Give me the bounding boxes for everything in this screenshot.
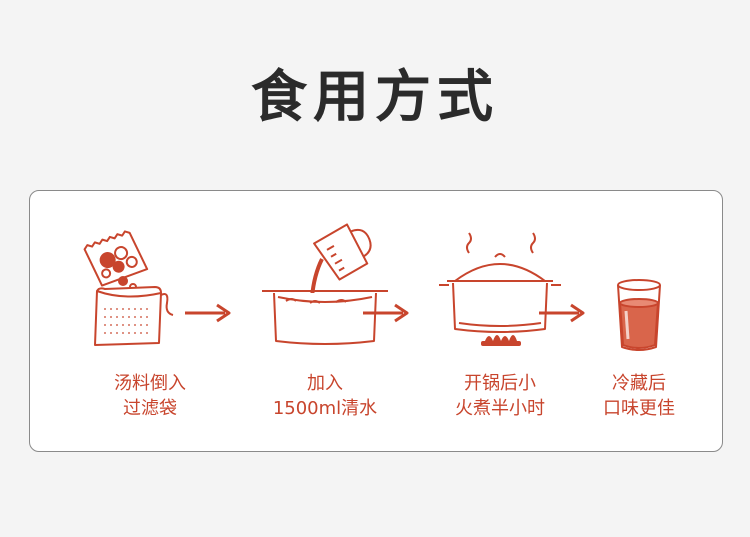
instructions-card: 汤料倒入 过滤袋 — [29, 190, 723, 452]
right-arrow-icon — [185, 303, 231, 323]
step-4: 冷藏后 口味更佳 — [564, 191, 714, 453]
step-4-line-2: 口味更佳 — [603, 398, 675, 419]
step-4-line-1: 冷藏后 — [612, 373, 666, 394]
step-2-line-2: 1500ml清水 — [272, 398, 378, 419]
step-2: 加入 1500ml清水 — [250, 191, 400, 453]
step-3-line-1: 开锅后小 — [464, 373, 536, 394]
step-3-line-2: 火煮半小时 — [455, 398, 545, 419]
pour-water-into-pot-icon — [262, 223, 388, 345]
covered-pot-on-fire-icon — [439, 232, 561, 346]
step-1-line-2: 过滤袋 — [123, 398, 177, 419]
step-3: 开锅后小 火煮半小时 — [425, 191, 575, 453]
step-3-caption: 开锅后小 火煮半小时 — [425, 371, 575, 421]
step-1-line-1: 汤料倒入 — [114, 373, 186, 394]
right-arrow-icon — [539, 303, 585, 323]
step-1: 汤料倒入 过滤袋 — [75, 191, 225, 453]
right-arrow-icon — [363, 303, 409, 323]
soup-packet-filter-bag-icon — [83, 230, 174, 346]
step-2-caption: 加入 1500ml清水 — [250, 371, 400, 421]
step-4-caption: 冷藏后 口味更佳 — [564, 371, 714, 421]
page-title: 食用方式 — [251, 64, 499, 130]
cup-of-drink-icon — [617, 279, 661, 351]
step-1-caption: 汤料倒入 过滤袋 — [75, 371, 225, 421]
step-2-line-1: 加入 — [307, 373, 343, 394]
